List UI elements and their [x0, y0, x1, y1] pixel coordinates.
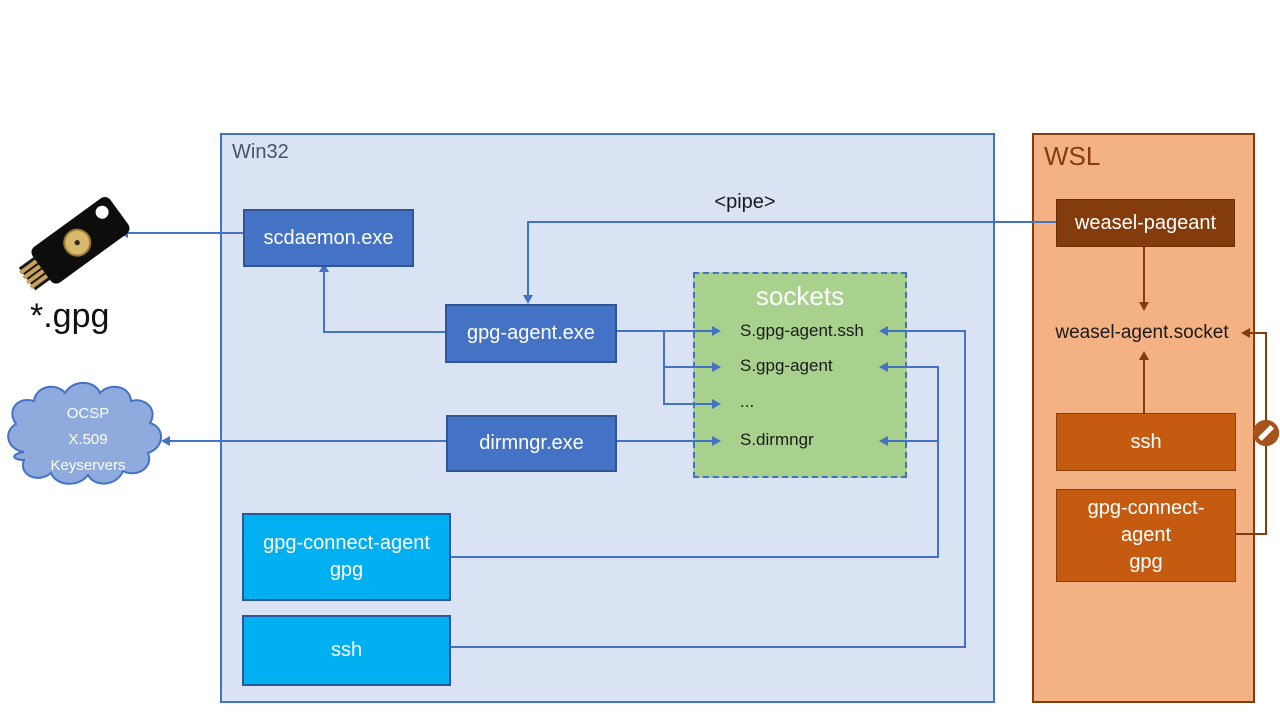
- sockets-title: sockets: [755, 281, 845, 311]
- node-gpg-connect-agent-wsl-line3: gpg: [1129, 551, 1163, 573]
- node-gpg-agent: gpg-agent.exe: [445, 304, 617, 363]
- line-ssh-v: [964, 330, 966, 648]
- arrowhead-right-into-sshsocket: [879, 326, 888, 336]
- node-ssh-win-label: ssh: [330, 639, 363, 661]
- line-gpgconnectwsl-h: [1234, 533, 1267, 535]
- line-pageant-to-socketfile: [1143, 245, 1145, 303]
- line-dirmngr-to-cloud: [170, 440, 446, 442]
- line-gpgconnect-v: [937, 366, 939, 558]
- arrowhead-into-sshsocket: [712, 326, 721, 336]
- line-gpgagent-to-othersockets: [663, 403, 712, 405]
- weasel-agent-socket-label: weasel-agent.socket: [1055, 322, 1229, 343]
- arrowhead-to-gpgagent: [523, 295, 533, 304]
- line-gpgagent-to-scdaemon-h: [324, 331, 445, 333]
- cloud-icon: [7, 381, 162, 485]
- line-dirmngr-to-socket: [613, 440, 712, 442]
- line-pipe-h: [528, 221, 1056, 223]
- line-gpgagent-to-sshsocket: [613, 330, 712, 332]
- no-entry-icon: [1252, 419, 1280, 447]
- pipe-label: <pipe>: [714, 191, 776, 213]
- socket-gpg-agent: S.gpg-agent: [740, 356, 833, 375]
- line-gpgconnect-to-dirmngrsocket: [888, 440, 939, 442]
- arrowhead-to-cloud: [161, 436, 170, 446]
- node-scdaemon-label: scdaemon.exe: [263, 226, 394, 249]
- arrowhead-blocked-socketfile: [1241, 328, 1250, 338]
- node-scdaemon: scdaemon.exe: [243, 209, 414, 267]
- arrowhead-into-othersockets: [712, 399, 721, 409]
- cloud-label-line2: X.509: [68, 431, 108, 448]
- socket-dirmngr: S.dirmngr: [740, 430, 814, 449]
- node-gpg-connect-agent-wsl-line1: gpg-connect-: [1087, 497, 1205, 519]
- arrowhead-right-into-dirmngrsocket: [879, 436, 888, 446]
- socket-gpg-agent-ssh: S.gpg-agent.ssh: [740, 321, 864, 340]
- node-gpg-agent-label: gpg-agent.exe: [467, 322, 595, 344]
- arrowhead-down-socketfile: [1139, 302, 1149, 311]
- node-gpg-connect-agent-win-line1: gpg-connect-agent: [263, 532, 430, 554]
- node-dirmngr-label: dirmngr.exe: [479, 432, 584, 454]
- line-pipe-v: [527, 221, 529, 296]
- node-ssh-wsl-label: ssh: [1130, 430, 1162, 453]
- node-ssh-wsl: ssh: [1056, 413, 1236, 471]
- wsl-region-label: WSL: [1044, 141, 1101, 171]
- line-gpgconnect-to-agentsocket: [888, 366, 939, 368]
- cloud-label: OCSP X.509 Keyservers: [8, 401, 168, 479]
- socket-ellipsis: ...: [740, 392, 755, 411]
- node-gpg-connect-agent-wsl-line2: agent: [1120, 524, 1172, 546]
- arrowhead-to-scdaemon: [319, 263, 329, 272]
- node-dirmngr: dirmngr.exe: [446, 415, 617, 472]
- sockets-group: [693, 272, 907, 478]
- line-gpgagent-to-agentsocket: [663, 366, 712, 368]
- node-ssh-win: ssh: [242, 615, 451, 686]
- arrowhead-right-into-agentsocket: [879, 362, 888, 372]
- node-weasel-pageant-label: weasel-pageant: [1074, 211, 1217, 234]
- cloud-label-line1: OCSP: [66, 405, 110, 422]
- gpg-files-label: *.gpg: [30, 297, 110, 335]
- node-gpg-connect-agent-win: gpg-connect-agent gpg: [242, 513, 451, 601]
- line-gpgconnectwsl-top: [1249, 332, 1266, 334]
- yubikey-icon: [18, 197, 130, 291]
- line-ssh-h: [447, 646, 966, 648]
- line-scdaemon-to-key: [128, 232, 243, 234]
- node-gpg-connect-agent-wsl: gpg-connect- agent gpg: [1056, 489, 1236, 582]
- arrowhead-into-agentsocket: [712, 362, 721, 372]
- line-gpgagent-to-scdaemon-v: [323, 266, 325, 333]
- arrowhead-into-dirmngrsocket: [712, 436, 721, 446]
- win32-region-label: Win32: [232, 141, 289, 163]
- line-ssh-to-sshsocket: [888, 330, 966, 332]
- line-gpgconnect-h: [447, 556, 939, 558]
- cloud-label-line3: Keyservers: [50, 457, 126, 474]
- line-sshwsl-to-socketfile: [1143, 359, 1145, 414]
- node-gpg-connect-agent-win-line2: gpg: [329, 559, 364, 581]
- arrowhead-up-socketfile: [1139, 351, 1149, 360]
- node-weasel-pageant: weasel-pageant: [1056, 199, 1235, 247]
